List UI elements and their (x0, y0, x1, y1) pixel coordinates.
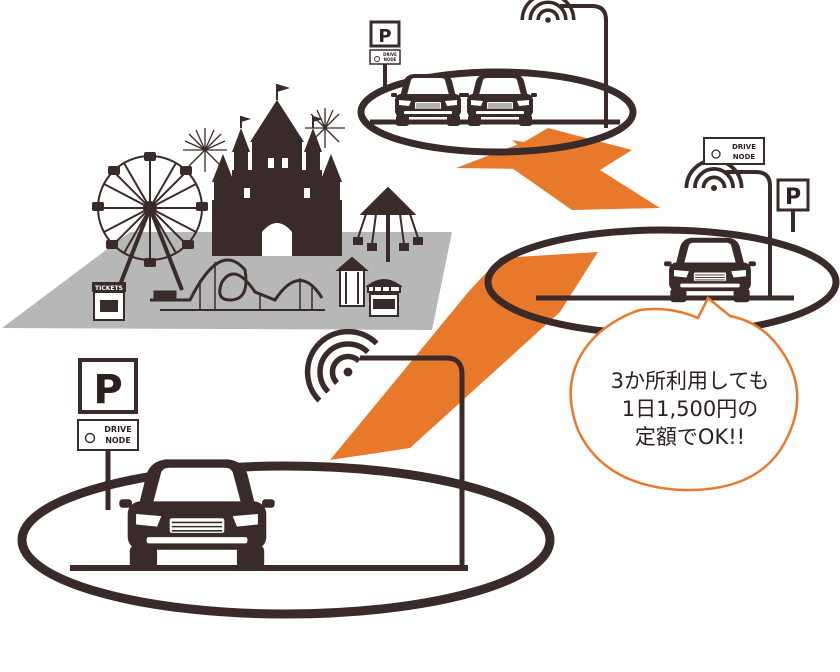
svg-text:DRIVE: DRIVE (104, 425, 131, 434)
svg-text:NODE: NODE (105, 436, 131, 445)
wifi-signal-icon (308, 332, 377, 401)
lamp-post-middle (726, 170, 772, 298)
drive-node-icon: DRIVE NODE (703, 137, 765, 165)
svg-text:P: P (785, 185, 801, 210)
parking-sign-icon: P DRIVE NODE (77, 358, 139, 510)
spot-ring-top (357, 68, 637, 156)
parking-spot-top: P DRIVE NODE (357, 0, 637, 156)
carousel (335, 256, 369, 307)
svg-text:DRIVE: DRIVE (732, 143, 756, 151)
ticket-booth: TICKETS (92, 282, 126, 321)
wifi-signal-icon (515, 0, 581, 48)
speech-bubble: 3か所利用しても 1日1,500円の 定額でOK!! (569, 296, 799, 492)
bubble-line-2: 1日1,500円の (622, 397, 758, 421)
food-stand (364, 279, 404, 317)
svg-text:DRIVE: DRIVE (383, 52, 397, 57)
bubble-line-1: 3か所利用しても (611, 369, 770, 393)
svg-text:P: P (378, 26, 391, 47)
svg-text:NODE: NODE (384, 57, 397, 62)
lamp-post-top (560, 4, 608, 128)
svg-text:P: P (93, 367, 122, 413)
arrow-to-middle (330, 252, 598, 460)
ticket-booth-label: TICKETS (95, 285, 123, 292)
parking-sign-icon: P DRIVE NODE (369, 20, 401, 90)
lamp-post-bottom (360, 355, 465, 568)
fireworks-left (183, 128, 227, 172)
parking-sign-icon: P (776, 178, 810, 232)
svg-text:NODE: NODE (733, 153, 756, 161)
swing-ride (353, 186, 423, 262)
amusement-park: TICKETS (2, 84, 452, 330)
parking-spot-bottom: P DRIVE NODE (17, 332, 555, 619)
car-front-icon (462, 73, 538, 127)
spot-ring-bottom (17, 461, 555, 619)
roller-coaster (150, 258, 325, 311)
bubble-line-3: 定額でOK!! (635, 425, 745, 449)
car-front-icon (663, 237, 757, 303)
castle (212, 84, 342, 256)
